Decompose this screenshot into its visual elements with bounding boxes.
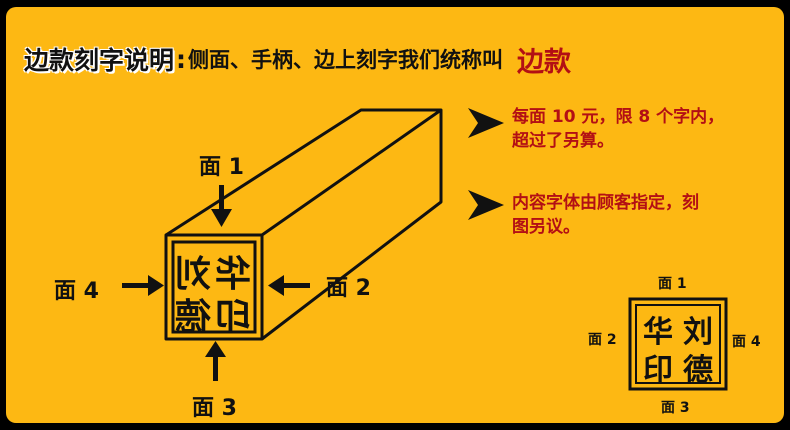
block-face-label-bottom: 面 3	[192, 396, 237, 421]
note-arrow-icon	[468, 190, 504, 220]
small-seal-char-2: 刘	[683, 315, 713, 350]
small-seal-char-4: 德	[683, 353, 713, 388]
header-colon: :	[176, 44, 187, 74]
small-face-label-top: 面 1	[658, 276, 687, 292]
note-price: 每面 10 元，限 8 个字内， 超过了另算。	[512, 105, 762, 153]
block-face-label-left: 面 4	[54, 279, 99, 304]
small-face-label-left: 面 2	[588, 332, 617, 348]
header-emphasis: 边款	[517, 46, 572, 78]
note-content: 内容字体由顾客指定，刻 图另议。	[512, 191, 762, 239]
block-face-label-right: 面 2	[326, 276, 371, 301]
block-seal-char-4: 德	[175, 297, 212, 338]
info-panel: 边款刻字说明 : 侧面、手柄、边上刻字我们统称叫 边款 每面 10 元，限 8 …	[6, 7, 784, 423]
note-content-line2: 图另议。	[512, 217, 580, 237]
header-title: 边款刻字说明	[24, 46, 175, 75]
note-price-line2: 超过了另算。	[512, 131, 614, 151]
header: 边款刻字说明 : 侧面、手柄、边上刻字我们统称叫 边款	[24, 35, 571, 83]
note-content-line1: 内容字体由顾客指定，刻	[512, 193, 699, 213]
small-face-label-right: 面 4	[732, 334, 761, 350]
small-seal-char-3: 印	[643, 353, 673, 388]
block-face-label-top: 面 1	[199, 155, 244, 180]
header-description: 侧面、手柄、边上刻字我们统称叫	[188, 48, 504, 72]
small-face-label-bottom: 面 3	[661, 400, 690, 416]
note-price-line1: 每面 10 元，限 8 个字内，	[512, 107, 725, 127]
small-seal-char-1: 华	[643, 315, 673, 350]
seal-block-illustration	[122, 108, 728, 391]
note-arrow-icon	[468, 108, 504, 138]
block-seal-char-3: 印	[215, 297, 252, 338]
